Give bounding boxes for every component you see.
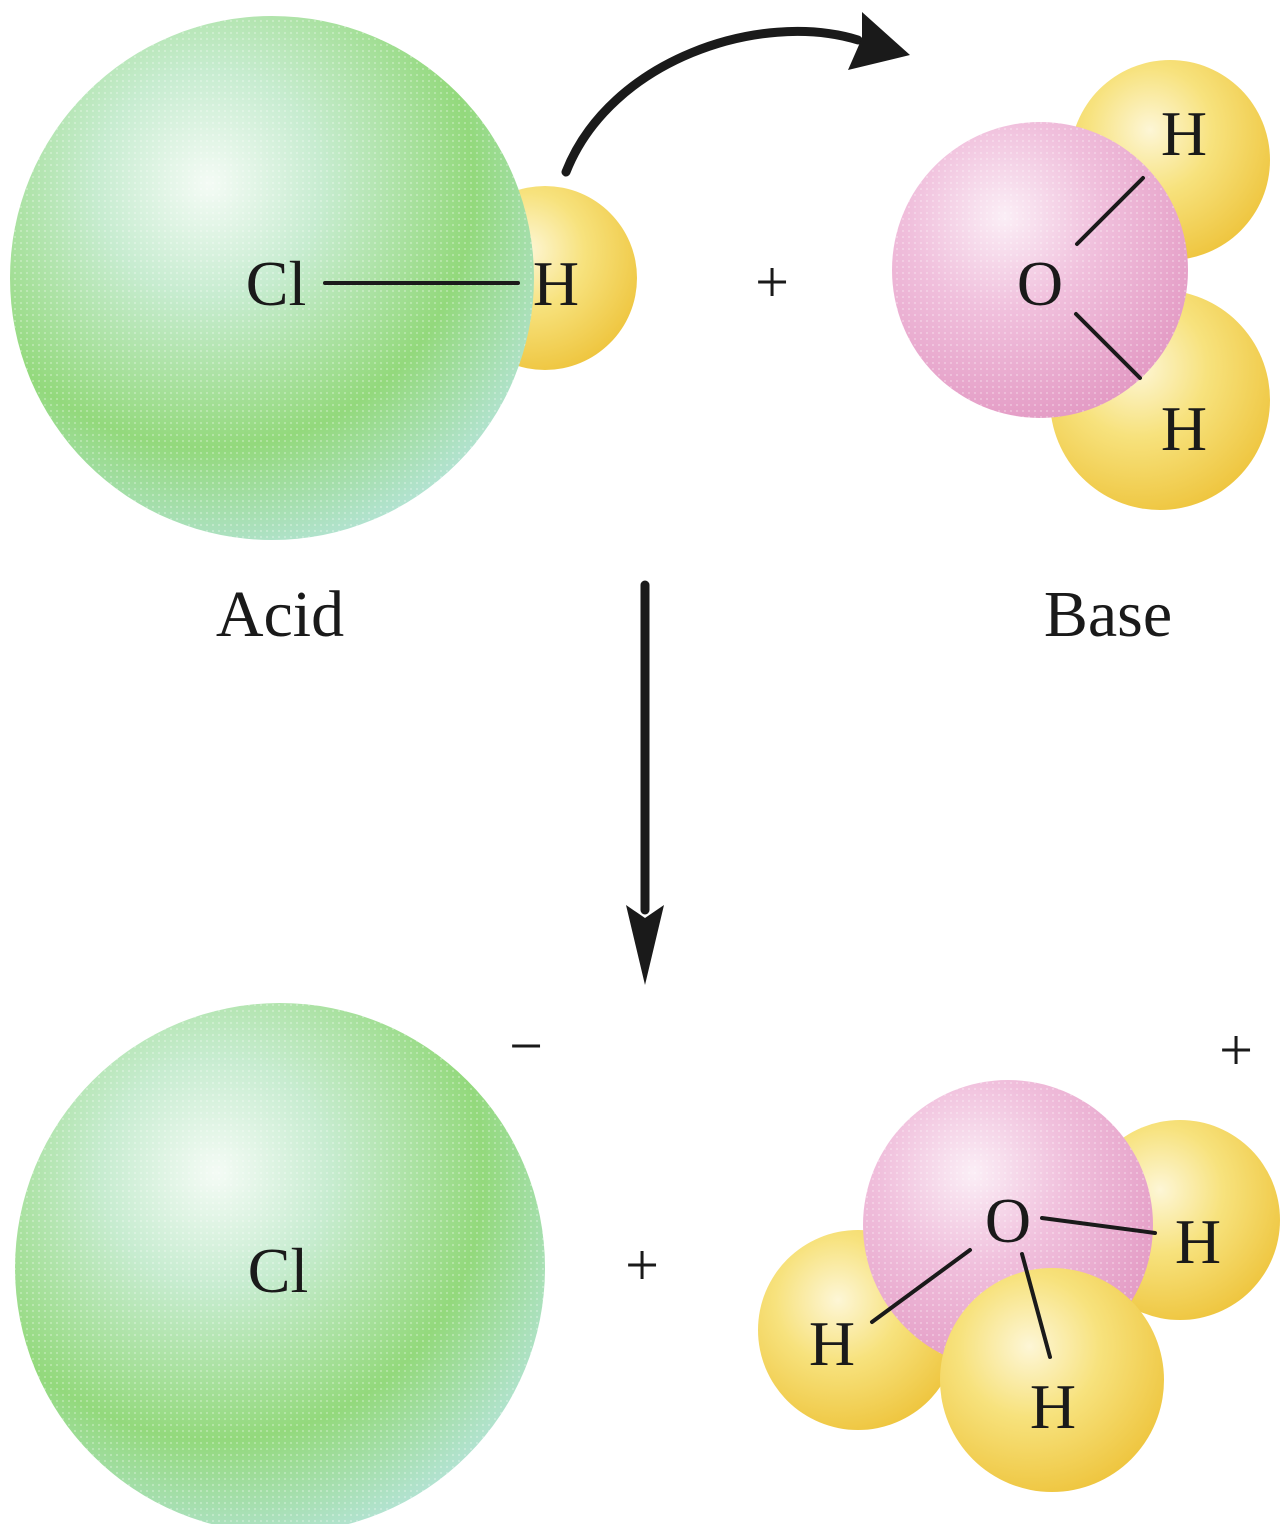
hydronium-ion: O H H H +	[758, 1017, 1280, 1492]
water-oxygen-label: O	[1017, 248, 1063, 319]
hydronium-o-h-bottom-bond	[1020, 1252, 1052, 1359]
water-o-h-top-bond	[1075, 176, 1145, 246]
chloride-label: Cl	[248, 1235, 308, 1306]
proton-transfer-arrow	[561, 12, 910, 177]
hydronium-hydrogen-left-label: H	[809, 1308, 855, 1379]
base-caption: Base	[1044, 578, 1172, 651]
acid-chlorine-label: Cl	[246, 248, 306, 319]
hydronium-hydrogen-bottom-label: H	[1030, 1371, 1076, 1442]
chloride-stipple	[15, 1003, 545, 1524]
hcl-molecule: Cl H	[10, 16, 637, 540]
acid-chlorine-stipple	[10, 16, 534, 540]
hydronium-o-h-right-bond	[1040, 1216, 1157, 1235]
hydronium-charge: +	[1219, 1017, 1253, 1083]
water-molecule: O H H	[892, 60, 1270, 510]
reactant-plus-sign: +	[755, 249, 789, 315]
proton-transfer-arrowhead	[848, 12, 910, 70]
product-plus-sign: +	[625, 1232, 659, 1298]
reaction-arrowhead	[626, 905, 664, 985]
acid-hydrogen-label: H	[533, 248, 579, 319]
hydronium-hydrogen-bottom-sphere	[940, 1268, 1164, 1492]
water-o-h-bottom-bond	[1074, 312, 1142, 380]
reaction-arrow	[626, 580, 664, 985]
acid-caption: Acid	[216, 578, 344, 651]
water-hydrogen-bottom-label: H	[1161, 393, 1207, 464]
water-hydrogen-top-label: H	[1161, 98, 1207, 169]
hydronium-oxygen-label: O	[985, 1185, 1031, 1256]
water-oxygen-stipple	[892, 122, 1188, 418]
hydronium-o-h-left-bond	[870, 1248, 972, 1324]
chloride-ion: Cl −	[15, 1003, 545, 1524]
chloride-charge: −	[509, 1013, 543, 1079]
hydronium-hydrogen-right-label: H	[1175, 1206, 1221, 1277]
